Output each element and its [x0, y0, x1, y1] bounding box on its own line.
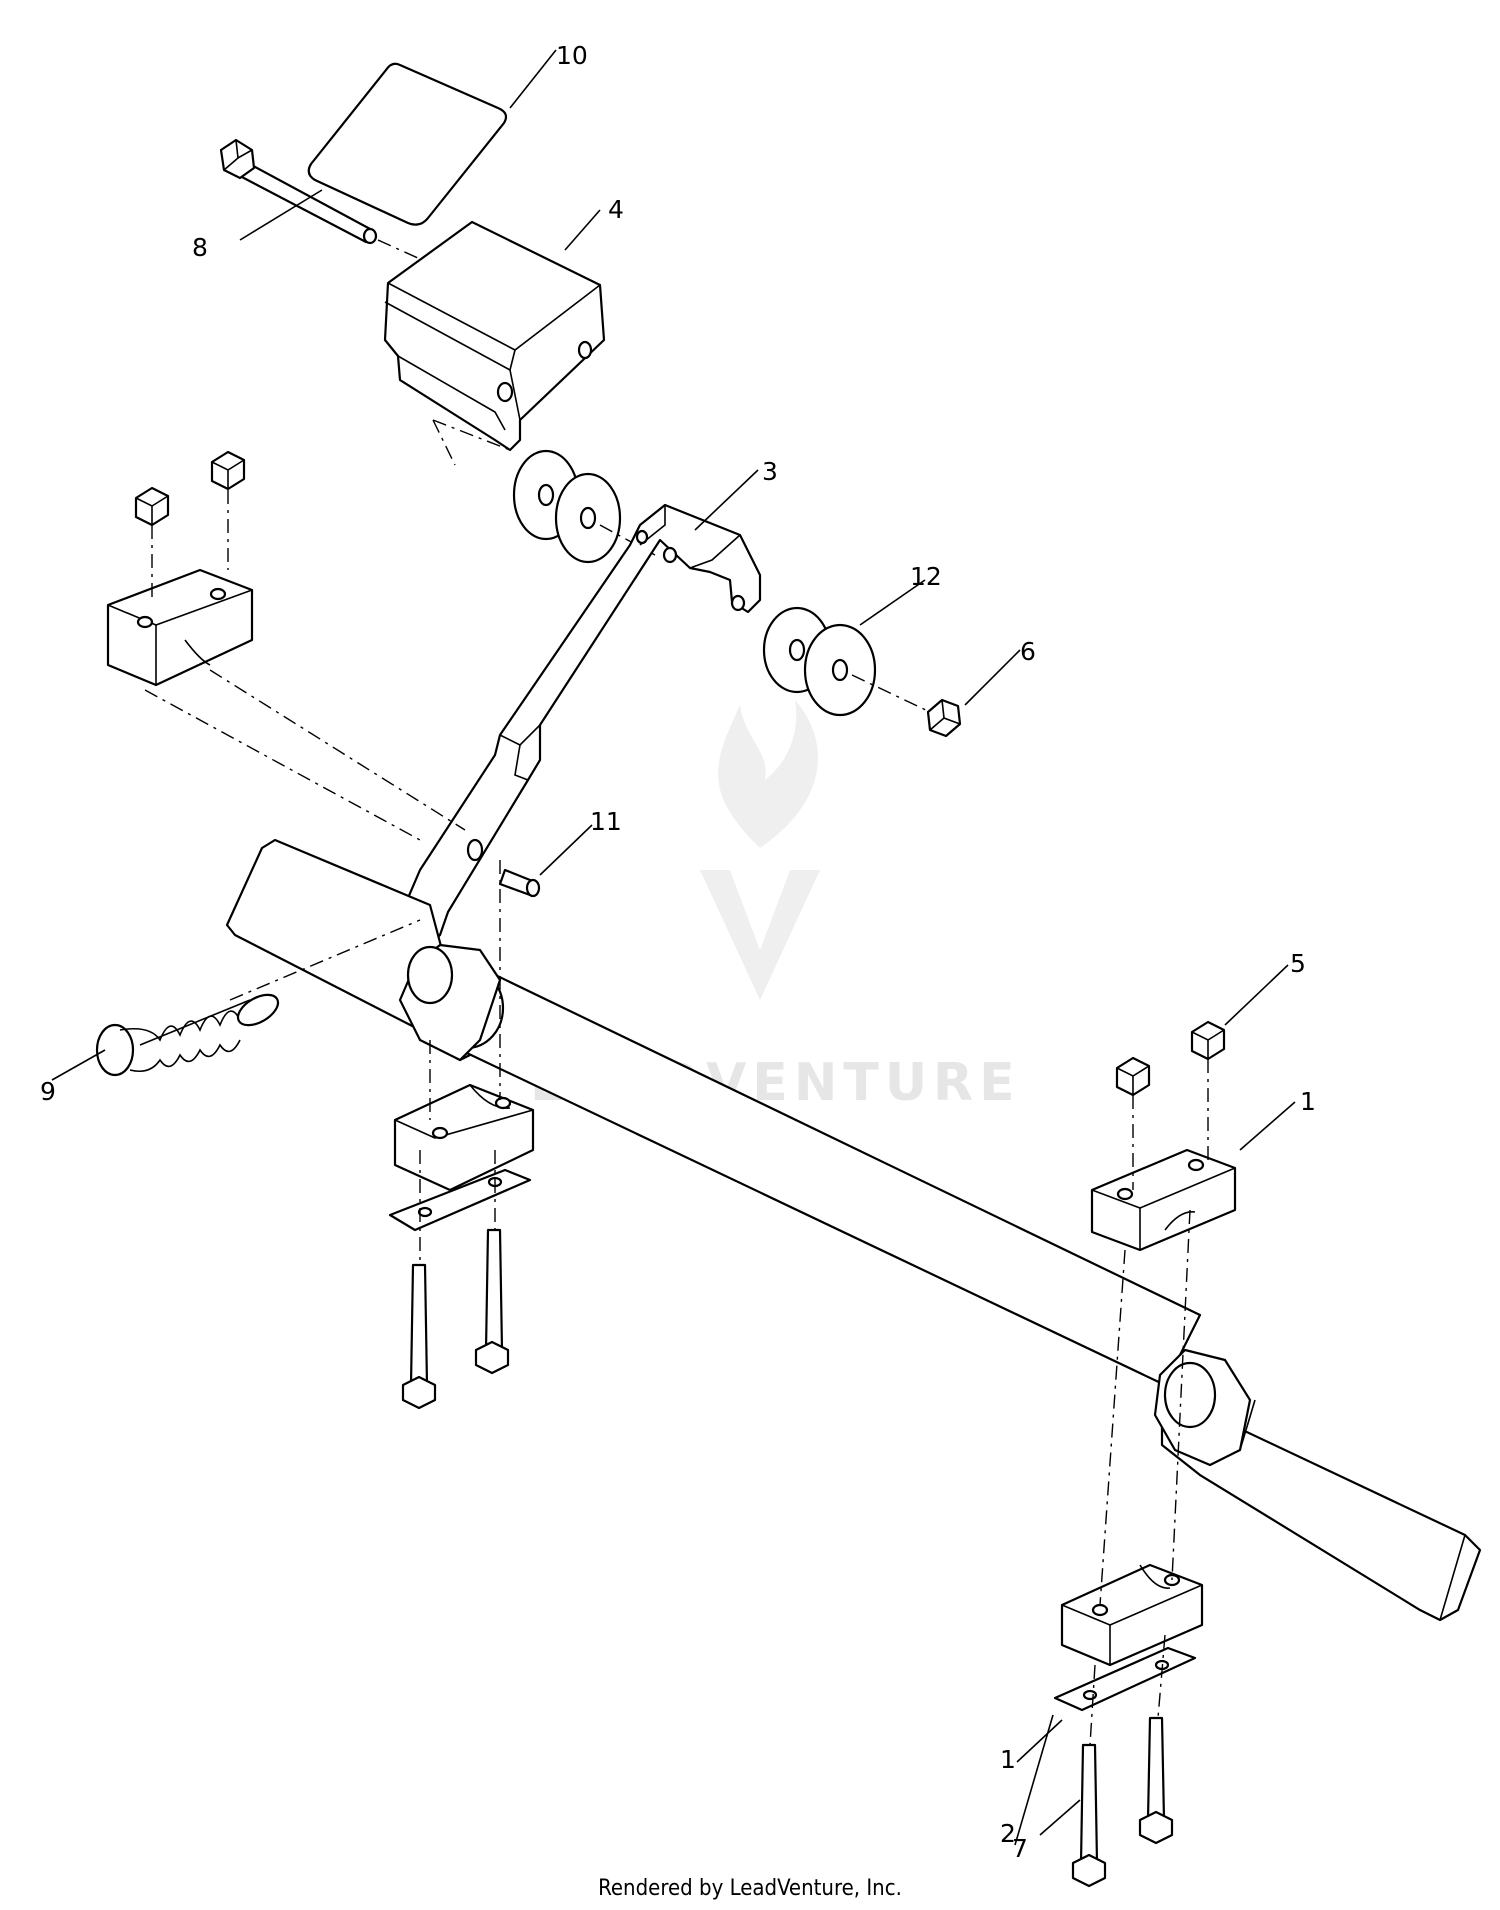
- part-11-pin: [466, 838, 541, 898]
- callout-2: 2: [1000, 1819, 1016, 1848]
- callout-12: 12: [910, 562, 942, 591]
- callout-4: 4: [608, 195, 624, 224]
- upper-right-clamp-block: [1090, 1148, 1237, 1252]
- right-pedal: [1153, 1348, 1482, 1622]
- callout-8: 8: [192, 233, 208, 262]
- part-7-bolts: [1071, 1716, 1174, 1888]
- part-6-nut: [926, 698, 962, 738]
- footer-credit: Rendered by LeadVenture, Inc.: [598, 1876, 902, 1901]
- callout-5: 5: [1290, 949, 1306, 978]
- callout-labels: 10 8 4 3 12 6 11 9 5 1 1 2: [40, 41, 1316, 1848]
- callout-10: 10: [556, 41, 588, 70]
- part-8-bolt: [219, 138, 378, 245]
- upper-left-clamp-block: [106, 568, 254, 687]
- part-3-pedal-arm: [403, 503, 762, 957]
- part-10-plate: [307, 62, 508, 226]
- washers-upper: [512, 449, 622, 564]
- part-4-pedal-pad: [383, 220, 606, 452]
- callout-11: 11: [590, 807, 622, 836]
- callout-3: 3: [762, 457, 778, 486]
- part-12-washers: [762, 606, 877, 717]
- leader-lines: [51, 49, 1296, 1846]
- callout-1-upper: 1: [1300, 1087, 1316, 1116]
- part-2-plate: [1053, 1646, 1197, 1712]
- left-hub: [398, 943, 502, 1062]
- part-5-nuts: [1115, 1020, 1226, 1097]
- upper-left-nuts: [134, 450, 246, 527]
- callout-1-lower: 1: [1000, 1745, 1016, 1774]
- main-shaft: [429, 966, 1202, 1387]
- callout-7: 7: [1012, 1834, 1028, 1863]
- lower-left-bolts: [401, 1228, 510, 1410]
- callout-6: 6: [1020, 637, 1036, 666]
- lower-right-clamp-block: [1060, 1563, 1204, 1667]
- callout-9: 9: [40, 1077, 56, 1106]
- part-9-spring: [95, 993, 280, 1077]
